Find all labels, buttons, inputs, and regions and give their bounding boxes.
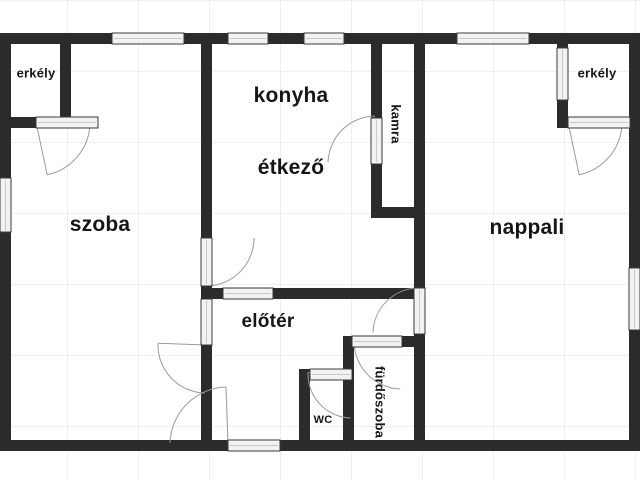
arc-furdoszoba [353, 339, 401, 390]
window-konyha-top-a [227, 32, 269, 45]
door-eloter-szoba-left [200, 298, 213, 346]
kamra-right-wall [414, 33, 425, 336]
outer-bottom-wall [0, 440, 640, 451]
arc-eloter-szoba-left-leaf [157, 342, 207, 346]
furdo-right-wall [414, 336, 425, 451]
window-erkely-right-side [556, 47, 569, 101]
arc-eloter-nappali [372, 287, 418, 333]
arc-wc [307, 372, 351, 419]
door-eloter-etkezo [222, 287, 274, 300]
arc-erkely-left [47, 121, 91, 176]
door-furdoszoba [351, 335, 403, 348]
door-wc [309, 368, 353, 381]
door-erkely-right [567, 116, 631, 129]
window-konyha-top-b [303, 32, 345, 45]
arc-erkely-left-leaf [35, 121, 48, 175]
erkely-left-right-wall [60, 33, 71, 128]
arc-erkely-right-leaf [567, 121, 580, 175]
door-arcs-group [35, 115, 623, 446]
arc-erkely-right [579, 121, 623, 176]
etkezo-bottom-wall [201, 288, 423, 299]
door-konyha-kamra [370, 117, 383, 165]
kamra-bottom-wall [371, 207, 425, 218]
walls-group [0, 33, 640, 451]
door-szoba-eloter [200, 237, 213, 287]
wc-left-wall [299, 369, 310, 451]
window-nappali-top [456, 32, 530, 45]
window-szoba-left [0, 177, 12, 233]
arc-konyha-kamra [327, 115, 375, 163]
arc-szoba-eloter [205, 237, 255, 287]
door-eloter-nappali [413, 287, 426, 335]
door-entrance-bottom [227, 439, 281, 452]
windows-group [0, 32, 640, 452]
outer-left-wall [0, 33, 11, 451]
outer-right-wall [629, 33, 640, 451]
door-erkely-left [35, 116, 99, 129]
window-szoba-top [111, 32, 185, 45]
arc-entrance-bottom [169, 386, 227, 444]
arc-entrance-bottom-leaf [225, 386, 229, 446]
arc-eloter-szoba-left [157, 343, 205, 394]
window-nappali-right [628, 267, 640, 331]
furdo-left-wall [343, 336, 354, 451]
